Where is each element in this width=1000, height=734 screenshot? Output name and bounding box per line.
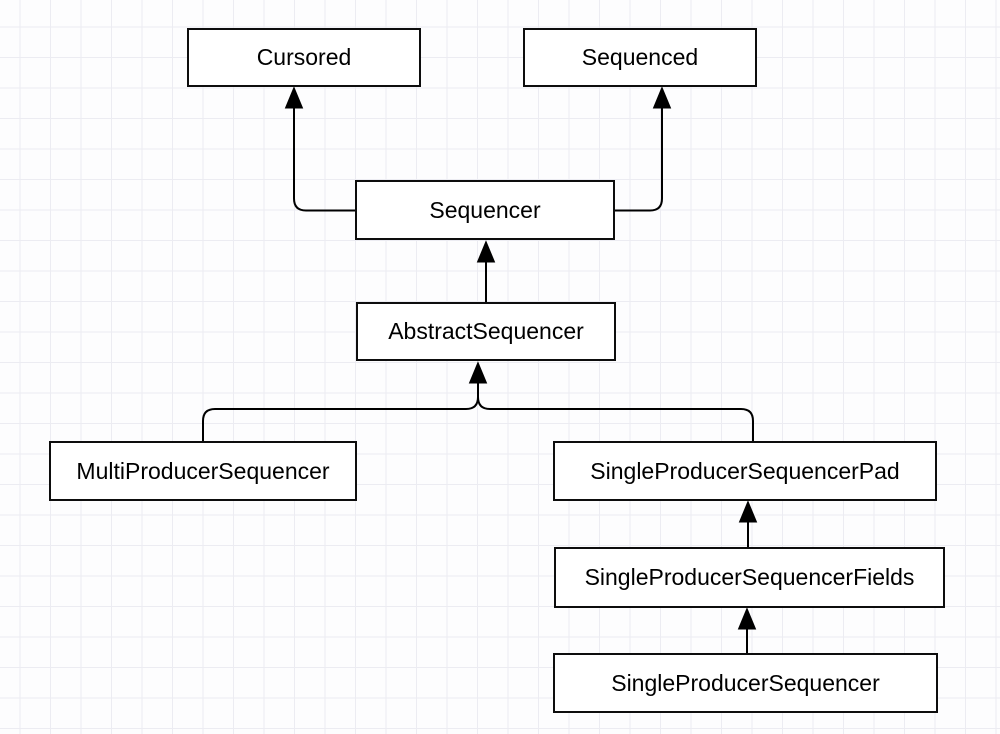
edge-abstractsequencer-to-sequencer xyxy=(476,240,496,302)
node-single-producer-sequencer-fields: SingleProducerSequencerFields xyxy=(554,547,945,608)
node-sequencer-label: Sequencer xyxy=(429,196,541,223)
edge-singleproducersequencerfields-to-singleproducersequencerpad xyxy=(738,500,758,547)
node-single-producer-sequencer-fields-label: SingleProducerSequencerFields xyxy=(584,564,915,590)
edge-sequencer-to-cursored xyxy=(284,86,355,212)
node-single-producer-sequencer: SingleProducerSequencer xyxy=(553,653,938,713)
node-single-producer-sequencer-label: SingleProducerSequencer xyxy=(611,669,880,696)
node-sequenced-label: Sequenced xyxy=(581,44,699,70)
node-abstract-sequencer-label: AbstractSequencer xyxy=(388,318,584,344)
node-single-producer-sequencer-pad: SingleProducerSequencerPad xyxy=(553,441,937,501)
edge-singleproducersequencerpad-to-abstractsequencer xyxy=(468,361,754,441)
edge-multiproducersequencer-to-abstractsequencer xyxy=(202,381,479,441)
node-sequenced: Sequenced xyxy=(523,28,757,87)
node-cursored: Cursored xyxy=(187,28,421,87)
node-cursored-label: Cursored xyxy=(256,44,352,70)
node-multi-producer-sequencer-label: MultiProducerSequencer xyxy=(76,457,330,484)
node-single-producer-sequencer-pad-label: SingleProducerSequencerPad xyxy=(590,457,900,484)
edge-singleproducersequencer-to-singleproducersequencerfields xyxy=(737,607,757,653)
node-abstract-sequencer: AbstractSequencer xyxy=(356,302,616,361)
node-sequencer: Sequencer xyxy=(355,180,615,240)
node-multi-producer-sequencer: MultiProducerSequencer xyxy=(49,441,357,501)
edge-sequencer-to-sequenced xyxy=(615,86,672,212)
